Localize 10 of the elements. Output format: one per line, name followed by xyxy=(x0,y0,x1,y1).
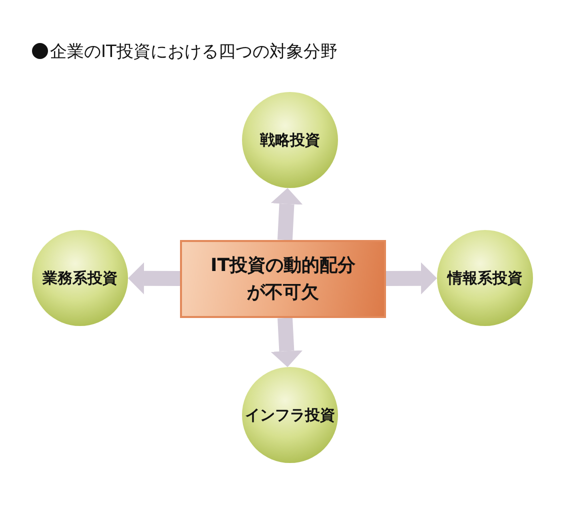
arrow xyxy=(128,262,180,294)
arrow xyxy=(386,262,437,294)
circle-label: 戦略投資 xyxy=(260,130,320,150)
arrow xyxy=(270,188,303,240)
title: 企業のIT投資における四つの対象分野 xyxy=(50,41,338,63)
circle-label: 業務系投資 xyxy=(42,268,118,288)
box-label: IT投資の動的配分が不可欠 xyxy=(210,254,356,305)
center-box xyxy=(180,240,386,318)
circle-label: 情報系投資 xyxy=(448,268,522,288)
circle-label: インフラ投資 xyxy=(245,406,335,424)
